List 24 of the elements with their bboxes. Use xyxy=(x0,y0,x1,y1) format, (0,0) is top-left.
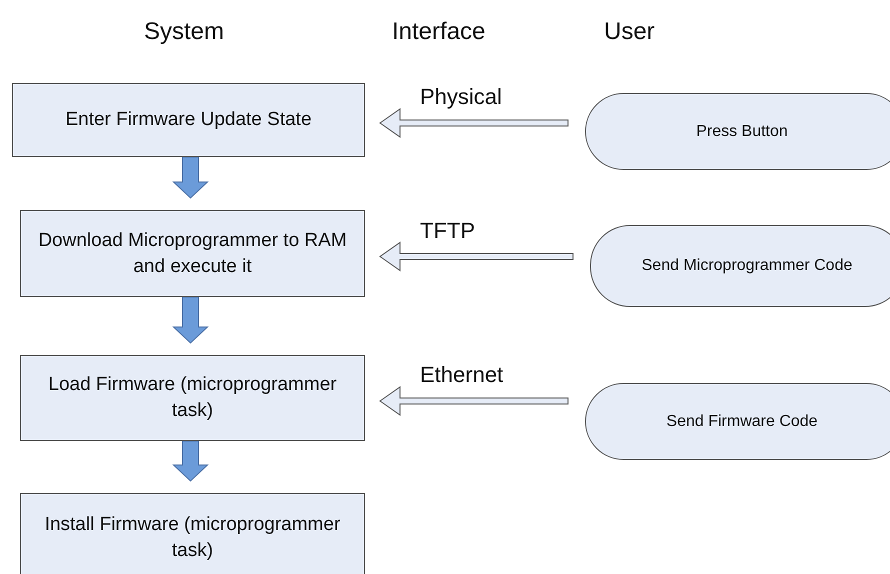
process-box xyxy=(20,493,365,574)
hollow-arrow xyxy=(379,242,574,272)
node-text: Enter Firmware Update State xyxy=(64,108,313,132)
node-text: Load Firmware (microprogrammer task) xyxy=(47,373,338,423)
node-text: Download Microprogrammer to RAM and execute it xyxy=(37,228,348,278)
node-text: Install Firmware (microprogrammer task) xyxy=(44,513,342,563)
node-text: Send Microprogrammer Code xyxy=(640,257,854,275)
rounded-terminal-box xyxy=(590,225,890,307)
column-header: Interface xyxy=(392,18,486,46)
node-text: Send Firmware Code xyxy=(665,412,819,430)
edge-label: Physical xyxy=(420,85,502,110)
block-arrow xyxy=(172,296,209,344)
process-box xyxy=(20,210,365,297)
rounded-terminal-box xyxy=(585,93,890,170)
hollow-arrow xyxy=(379,386,568,416)
block-arrow xyxy=(172,156,209,199)
hollow-arrow xyxy=(379,108,568,138)
process-box xyxy=(20,355,365,441)
node-text: Press Button xyxy=(695,122,789,140)
column-header: User xyxy=(604,18,655,46)
rounded-terminal-box xyxy=(585,383,890,460)
process-box xyxy=(12,83,365,157)
block-arrow xyxy=(172,440,209,482)
column-header: System xyxy=(144,18,224,46)
